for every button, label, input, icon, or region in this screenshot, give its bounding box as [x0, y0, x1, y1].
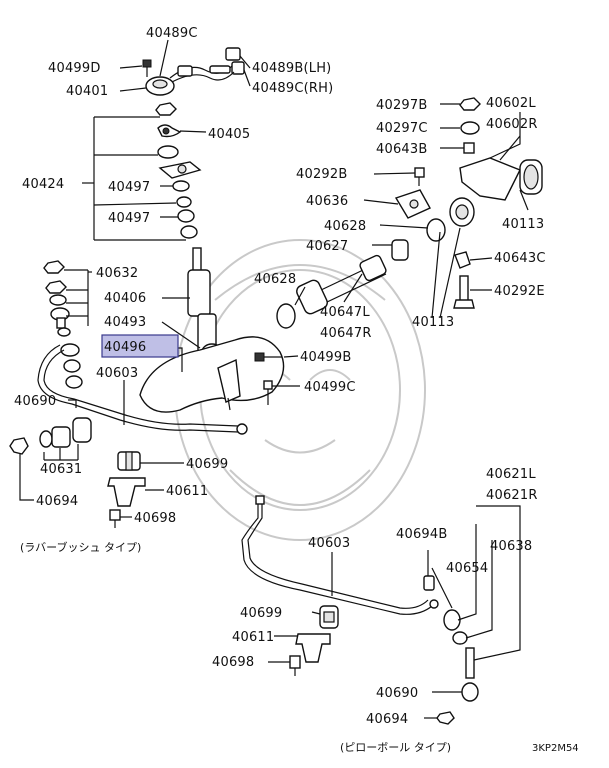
label-40627[interactable]: 40627 [306, 239, 348, 254]
label-40628-a[interactable]: 40628 [324, 219, 366, 234]
label-40621r[interactable]: 40621R [486, 488, 538, 503]
stabilizer-link-left [43, 260, 83, 389]
label-40611-right[interactable]: 40611 [232, 630, 274, 645]
label-40647r[interactable]: 40647R [320, 326, 372, 341]
label-40602r[interactable]: 40602R [486, 117, 538, 132]
label-40496[interactable]: 40496 [104, 340, 146, 355]
harness-assembly [142, 47, 245, 96]
label-40690-left[interactable]: 40690 [14, 394, 56, 409]
label-40699-right[interactable]: 40699 [240, 606, 282, 621]
label-40113-a[interactable]: 40113 [502, 217, 544, 232]
label-40603-left[interactable]: 40603 [96, 366, 138, 381]
stabilizer-bar-pillow [241, 495, 479, 725]
label-40643c[interactable]: 40643C [494, 251, 546, 266]
label-40401[interactable]: 40401 [66, 84, 108, 99]
label-40631[interactable]: 40631 [40, 462, 82, 477]
label-40406[interactable]: 40406 [104, 291, 146, 306]
label-40694b[interactable]: 40694B [396, 527, 447, 542]
label-40636[interactable]: 40636 [306, 194, 348, 209]
label-40292e[interactable]: 40292E [494, 284, 545, 299]
label-40611-left[interactable]: 40611 [166, 484, 208, 499]
label-40489b-lh[interactable]: 40489B(LH) [252, 61, 331, 76]
label-40694-right[interactable]: 40694 [366, 712, 408, 727]
label-40647l[interactable]: 40647L [320, 305, 370, 320]
label-40113-b[interactable]: 40113 [412, 315, 454, 330]
lower-mount-bracket [139, 336, 285, 413]
caption-pillow-ball-type: (ピローボール タイプ) [340, 741, 451, 754]
label-40632[interactable]: 40632 [96, 266, 138, 281]
label-40297c[interactable]: 40297C [376, 121, 428, 136]
label-40493[interactable]: 40493 [104, 315, 146, 330]
label-40499b[interactable]: 40499B [300, 350, 351, 365]
label-40489c-top[interactable]: 40489C [146, 26, 198, 41]
label-40698-left[interactable]: 40698 [134, 511, 176, 526]
label-40698-right[interactable]: 40698 [212, 655, 254, 670]
label-40603-right[interactable]: 40603 [308, 536, 350, 551]
label-40628-b[interactable]: 40628 [254, 272, 296, 287]
label-40638[interactable]: 40638 [490, 539, 532, 554]
label-40699-left[interactable]: 40699 [186, 457, 228, 472]
label-40489c-rh[interactable]: 40489C(RH) [252, 81, 333, 96]
label-40694-left[interactable]: 40694 [36, 494, 78, 509]
label-40405[interactable]: 40405 [208, 127, 250, 142]
highlight-box-40496 [101, 334, 179, 358]
label-40654[interactable]: 40654 [446, 561, 488, 576]
label-40621l[interactable]: 40621L [486, 467, 536, 482]
caption-rubber-bush-type: (ラバーブッシュ タイプ) [20, 540, 141, 554]
label-40499c[interactable]: 40499C [304, 380, 356, 395]
label-40499d[interactable]: 40499D [48, 61, 101, 76]
label-40497-b[interactable]: 40497 [108, 211, 150, 226]
label-40497-a[interactable]: 40497 [108, 180, 150, 195]
leader-lines [19, 39, 529, 719]
label-40292b[interactable]: 40292B [296, 167, 347, 182]
label-40643b[interactable]: 40643B [376, 142, 427, 157]
upper-mount-hardware [155, 102, 202, 239]
label-40602l[interactable]: 40602L [486, 96, 536, 111]
label-40690-right[interactable]: 40690 [376, 686, 418, 701]
figure-code: 3KP2M54 [532, 743, 579, 754]
part-labels: 40489C 40499D 40489B(LH) 40401 40489C(RH… [14, 26, 546, 727]
label-40297b[interactable]: 40297B [376, 98, 427, 113]
stabilizer-bar-rubber [9, 344, 248, 528]
label-40424[interactable]: 40424 [22, 177, 64, 192]
